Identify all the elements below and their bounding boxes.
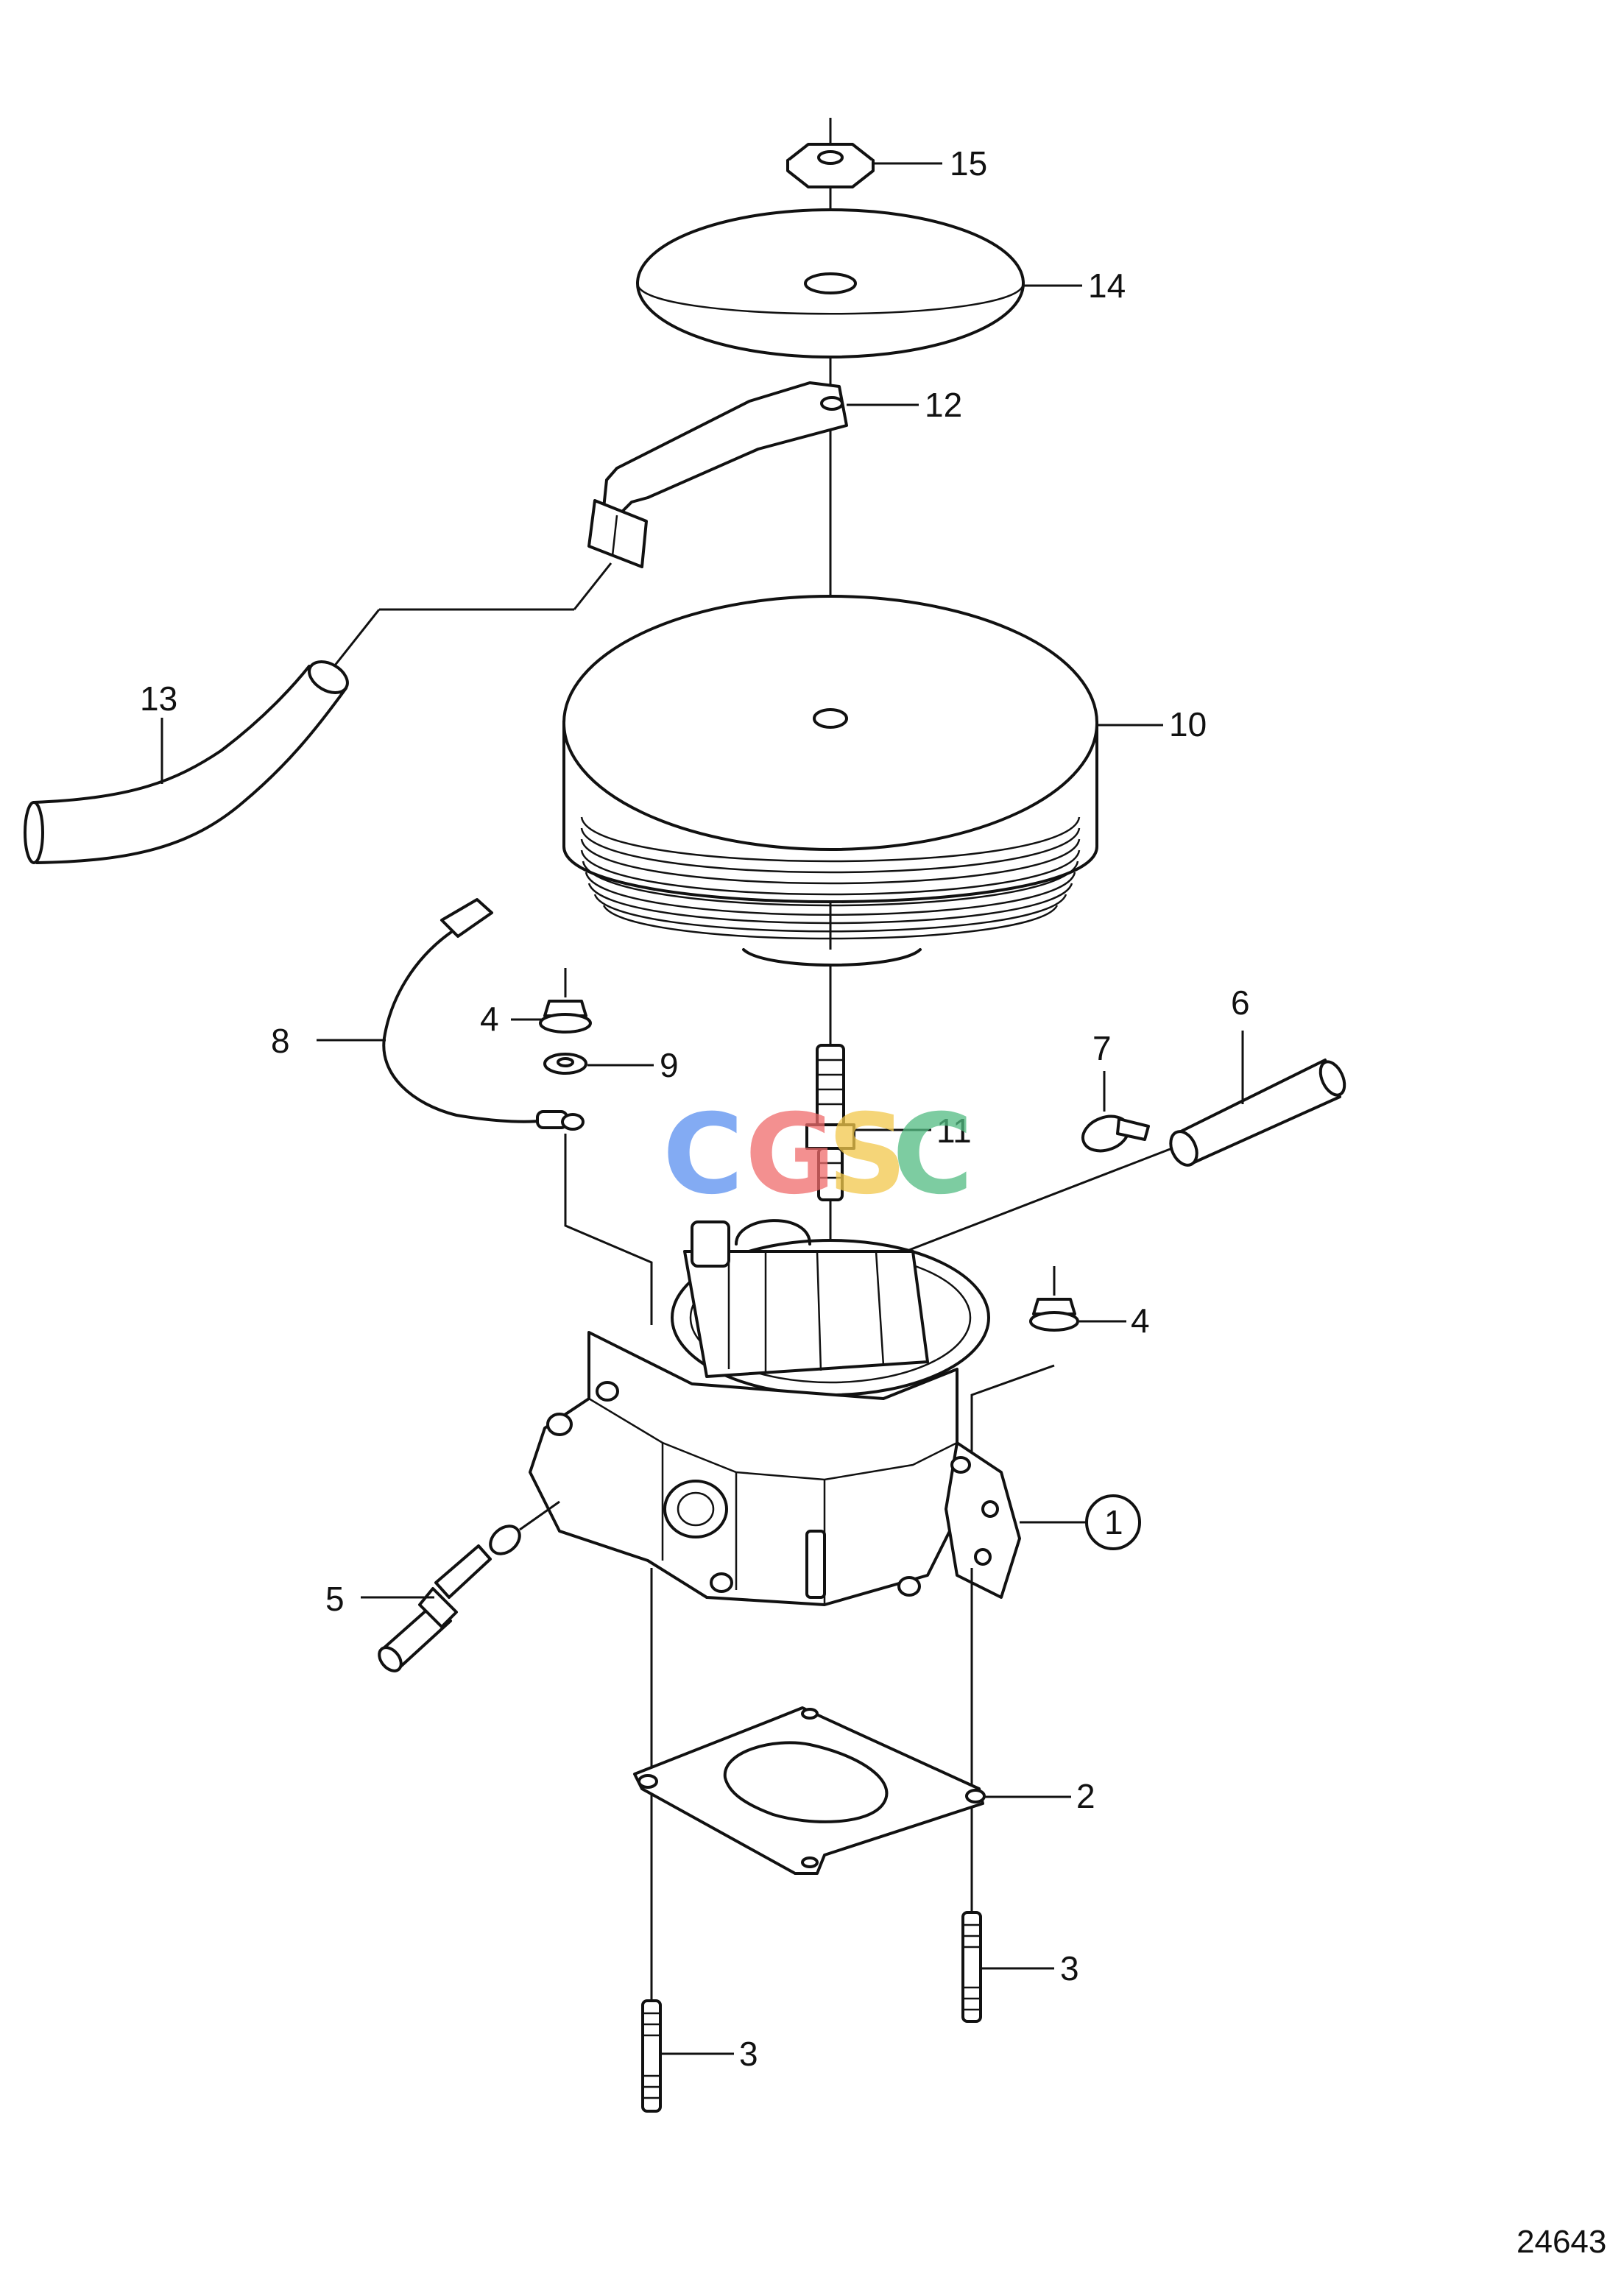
air-cleaner-cover-part[interactable]: [636, 208, 1025, 358]
callout-9: 9: [660, 1046, 679, 1084]
callout-13: 13: [140, 679, 177, 718]
stud-right-part[interactable]: [961, 1911, 982, 2023]
wing-nut-part[interactable]: [786, 143, 875, 188]
callout-6: 6: [1231, 983, 1250, 1022]
callout-1: 1: [1104, 1503, 1123, 1541]
watermark-letter-1: C: [663, 1091, 744, 1219]
callout-10: 10: [1169, 705, 1207, 743]
support-bracket-part[interactable]: [587, 381, 848, 568]
watermark-letter-3: S: [827, 1091, 907, 1219]
ground-wire-part[interactable]: [382, 898, 585, 1131]
carburetor-part[interactable]: [529, 1219, 1021, 1606]
callout-3b: 3: [1060, 1949, 1079, 1988]
hose-clamp-part[interactable]: [1078, 1110, 1150, 1156]
callout-3a: 3: [739, 2035, 758, 2073]
filter-element-lines: [580, 816, 1081, 940]
callout-5: 5: [325, 1580, 345, 1618]
callout-7: 7: [1092, 1029, 1112, 1067]
flange-nut-right-part[interactable]: [1029, 1266, 1079, 1332]
callout-8: 8: [271, 1022, 290, 1060]
callout-1-circle: [1085, 1494, 1141, 1550]
center-stud-part[interactable]: [805, 1044, 855, 1201]
callout-15: 15: [950, 144, 987, 183]
base-gasket-part[interactable]: [633, 1706, 986, 1875]
breather-hose-part[interactable]: [24, 655, 353, 864]
callout-2: 2: [1076, 1777, 1095, 1815]
callout-14: 14: [1088, 266, 1126, 305]
air-cleaner-assembly-part[interactable]: [562, 595, 1098, 967]
vent-hose-part[interactable]: [1165, 1058, 1349, 1169]
callout-4b: 4: [1131, 1301, 1150, 1340]
watermark-logo: C G S C: [663, 1091, 973, 1219]
washer-part[interactable]: [543, 1053, 587, 1075]
callout-11: 11: [936, 1112, 972, 1150]
watermark-letter-4: C: [892, 1091, 973, 1219]
callout-4a: 4: [480, 1000, 499, 1038]
stud-left-part[interactable]: [641, 1999, 662, 2113]
flange-nut-upper-part[interactable]: [539, 968, 592, 1034]
callout-12: 12: [925, 386, 962, 424]
drawing-number: 24643: [1517, 2224, 1606, 2260]
watermark-letter-2: G: [745, 1091, 836, 1219]
